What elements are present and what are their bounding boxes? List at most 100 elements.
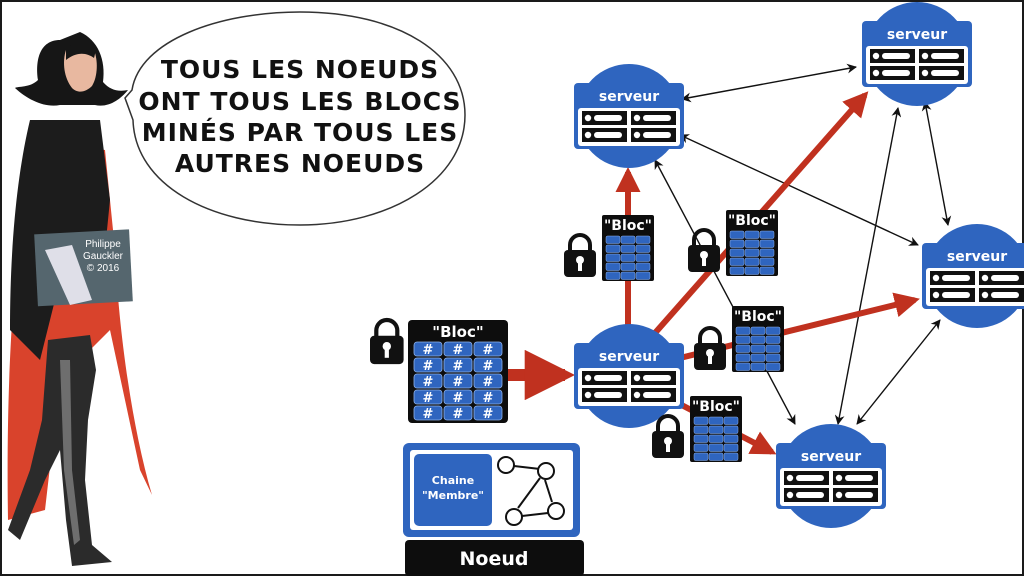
hash-cell [693,416,709,425]
bubble-line-2: ONT TOUS LES BLOCS [138,87,461,116]
hash-symbol: # [453,359,464,374]
connection-arrow [681,63,857,103]
credit-line-3: © 2016 [87,263,120,274]
hash-symbol: # [453,375,464,390]
hash-cell [708,425,724,434]
hash-cell [413,405,443,421]
server-top-left[interactable]: serveur [574,64,684,168]
hash-symbol: # [453,391,464,406]
lock-icon [562,233,598,279]
hash-symbol: # [423,375,434,390]
hash-cell [473,373,503,389]
server-bottom-right[interactable]: serveur [776,424,886,528]
hash-cell [620,271,636,280]
hash-cell [765,344,781,353]
hash-cell [735,362,751,371]
hash-cell [413,341,443,357]
hash-cell [723,452,739,461]
chain-label-line-2: "Membre" [422,489,484,502]
server-right[interactable]: serveur [922,224,1024,328]
small-block-label: "Bloc" [604,218,652,234]
hash-cell [620,244,636,253]
hash-cell [635,235,651,244]
hash-cell [413,357,443,373]
hash-cell [443,357,473,373]
connection-arrow [654,159,796,425]
hash-cell [620,235,636,244]
server-top-right[interactable]: serveur [862,2,972,106]
small-hash-grid [729,230,775,275]
main-block-label: "Bloc" [432,323,483,341]
hash-cell [693,425,709,434]
hash-cell [473,389,503,405]
small-hash-grid [693,416,739,461]
glove [45,245,92,305]
hash-cell [473,405,503,421]
hash-cell [620,253,636,262]
hash-cell [729,239,745,248]
hash-cell [605,253,621,262]
small-block-group: "Bloc" [686,210,778,276]
hash-cell [635,271,651,280]
comic-character-illustration: Philippe Gauckler © 2016 [7,32,152,566]
hash-cell [729,248,745,257]
peer-connections [654,63,952,425]
lock-icon [370,320,404,364]
small-block[interactable]: "Bloc" [690,396,742,462]
hash-cell [765,335,781,344]
hash-cell [765,362,781,371]
small-block[interactable]: "Bloc" [726,210,778,276]
server-center[interactable]: serveur [574,324,684,428]
hash-symbol: # [483,375,494,390]
hash-cell [735,326,751,335]
node-box[interactable]: Chaine "Membre" Noeud [403,443,584,576]
hash-cell [473,341,503,357]
bubble-line-1: TOUS LES NOEUDS [161,55,439,84]
server-label: serveur [887,27,947,43]
hash-cell [708,416,724,425]
lock-icon [650,414,686,460]
hash-cell [744,248,760,257]
small-hash-grid [605,235,651,280]
hash-cell [473,357,503,373]
bubble-line-4: AUTRES NOEUDS [175,149,425,178]
hash-cell [729,257,745,266]
server-label: serveur [599,349,659,365]
small-block[interactable]: "Bloc" [602,215,654,281]
bubble-line-3: MINÉS PAR TOUS LES [142,118,459,147]
boots [8,335,112,566]
hash-cell [750,362,766,371]
node-label-bar [405,540,584,576]
speech-bubble: TOUS LES NOEUDS ONT TOUS LES BLOCS MINÉS… [124,11,466,226]
hash-symbol: # [483,343,494,358]
server-label: serveur [801,449,861,465]
small-block-group: "Bloc" [650,396,742,462]
network-graph-icon [497,456,565,526]
hash-cell [693,452,709,461]
hash-cell [759,239,775,248]
hash-cell [750,326,766,335]
hash-cell [635,244,651,253]
hash-cell [635,253,651,262]
main-block[interactable]: "Bloc" ############### [408,320,508,423]
hash-cell [765,326,781,335]
hash-cell [708,443,724,452]
hash-cell [735,344,751,353]
hash-cell [605,244,621,253]
small-hash-grid [735,326,781,371]
hash-cell [759,266,775,275]
hash-cell [750,335,766,344]
hash-cell [744,266,760,275]
hash-cell [750,344,766,353]
hash-cell [443,389,473,405]
hash-cell [693,443,709,452]
small-block-group: "Bloc" [692,306,784,372]
hash-symbol: # [483,391,494,406]
hash-symbol: # [453,407,464,422]
hash-cell [635,262,651,271]
hash-cell [605,235,621,244]
hash-symbol: # [483,359,494,374]
hash-cell [735,353,751,362]
small-block[interactable]: "Bloc" [732,306,784,372]
connection-arrow [921,101,952,226]
